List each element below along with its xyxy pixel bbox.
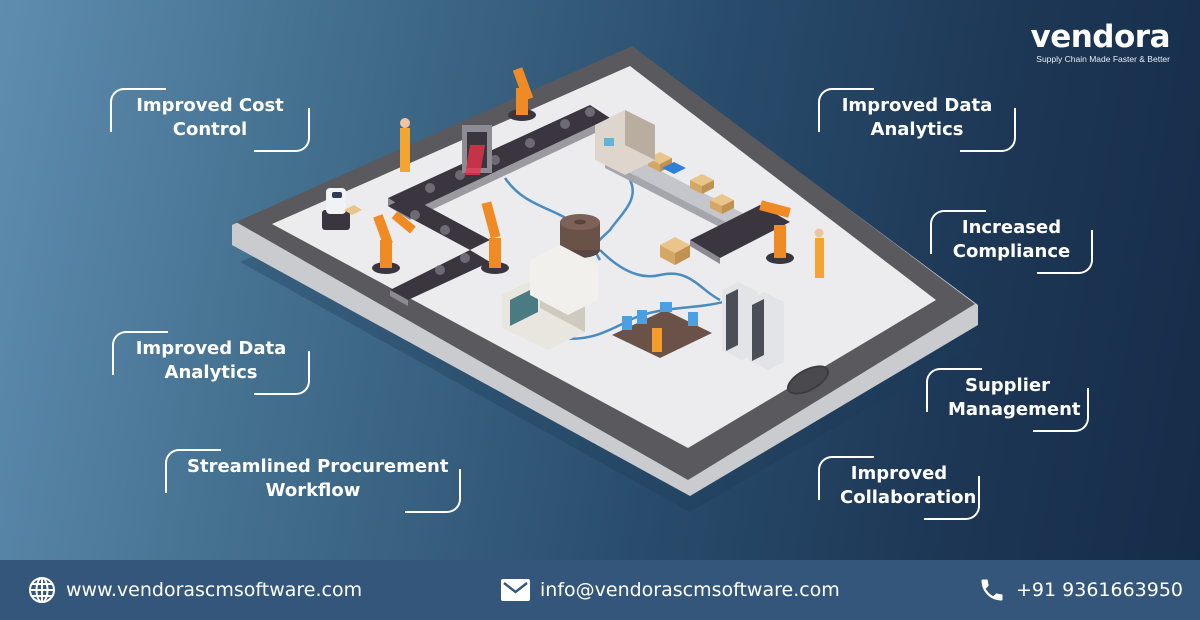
- packing-machine-icon: [595, 110, 655, 175]
- email-link[interactable]: info@vendorascmsoftware.com: [501, 560, 840, 620]
- globe-icon: [29, 577, 55, 603]
- contact-footer: www.vendorascmsoftware.com info@vendoras…: [0, 560, 1200, 620]
- feature-improved-collaboration: Improved Collaboration: [818, 456, 980, 520]
- database-server-icon: [560, 214, 600, 258]
- bracket-bottom-right: [924, 476, 980, 520]
- bracket-top-left: [818, 88, 874, 132]
- bracket-top-left: [110, 88, 166, 132]
- bracket-bottom-right: [1037, 230, 1093, 274]
- brand-name: vendora: [1030, 19, 1171, 55]
- email-text: info@vendorascmsoftware.com: [540, 579, 840, 601]
- robotic-arm-icon: [372, 67, 794, 274]
- bracket-bottom-right: [254, 351, 310, 395]
- bracket-top-left: [165, 449, 221, 493]
- phone-text: +91 9361663950: [1016, 579, 1184, 601]
- tablet-factory-illustration: [232, 46, 985, 512]
- bracket-bottom-right: [405, 469, 461, 513]
- server-rack-icon: [722, 282, 784, 370]
- bracket-bottom-right: [254, 108, 310, 152]
- worker-icon: [400, 118, 824, 278]
- feature-improved-data-analytics-left: Improved Data Analytics: [112, 331, 310, 395]
- website-link[interactable]: www.vendorascmsoftware.com: [28, 560, 362, 620]
- cnc-machine-icon: [502, 245, 598, 350]
- feature-streamlined-procurement-workflow: Streamlined Procurement Workflow: [165, 449, 461, 513]
- brand-tagline: Supply Chain Made Faster & Better: [1036, 54, 1170, 64]
- delivery-robot-icon: [322, 188, 362, 230]
- blue-crate-icon: [662, 162, 686, 174]
- vendora-logo[interactable]: vendora Supply Chain Made Faster & Bette…: [1030, 19, 1171, 65]
- phone-link[interactable]: +91 9361663950: [978, 560, 1183, 620]
- website-text: www.vendorascmsoftware.com: [66, 579, 363, 601]
- scanner-gate-icon: [462, 125, 492, 175]
- phone-icon: [981, 579, 1003, 601]
- hero-banner: vendora Supply Chain Made Faster & Bette…: [110, 19, 1171, 520]
- bracket-top-left: [112, 331, 168, 375]
- bracket-top-left: [818, 456, 874, 500]
- feature-increased-compliance: Increased Compliance: [930, 210, 1093, 274]
- bracket-top-left: [926, 368, 982, 412]
- bracket-bottom-right: [960, 108, 1016, 152]
- bracket-bottom-right: [1033, 388, 1089, 432]
- home-button-icon: [787, 365, 829, 395]
- feature-supplier-management: Supplier Management: [926, 368, 1089, 432]
- envelope-icon: [501, 579, 530, 601]
- conveyor-belt-icon: [388, 105, 610, 306]
- feature-improved-cost-control: Improved Cost Control: [110, 88, 310, 152]
- bracket-top-left: [930, 210, 986, 254]
- feature-improved-data-analytics-right: Improved Data Analytics: [818, 88, 1016, 152]
- control-desk-icon: [612, 302, 712, 358]
